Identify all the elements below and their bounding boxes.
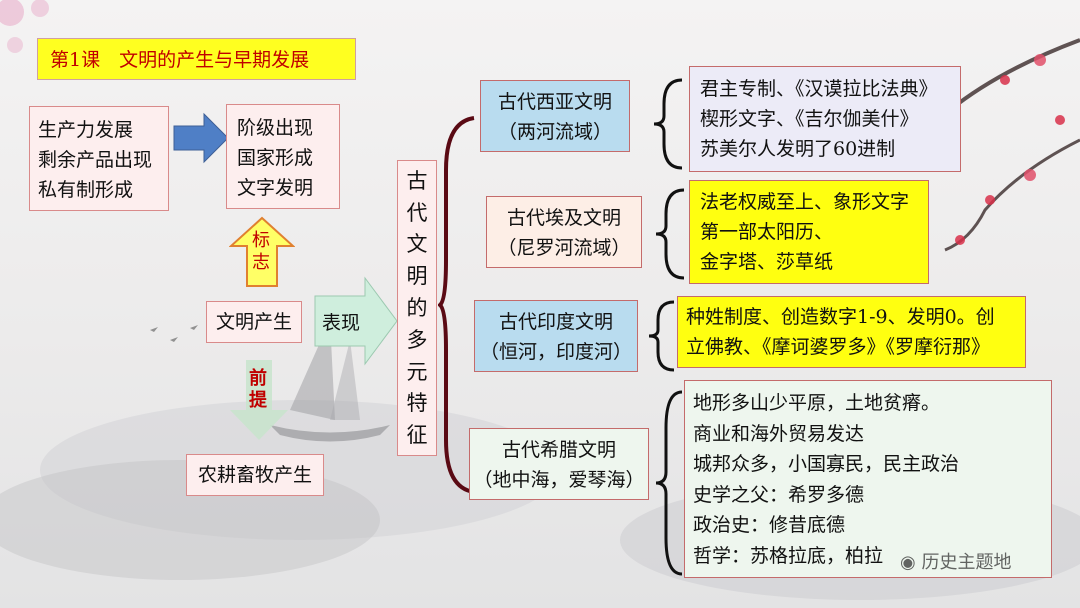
biaozhi-label: 标志 — [250, 230, 272, 274]
west-asia-bracket — [650, 76, 684, 172]
vertical-char: 文 — [407, 232, 428, 256]
detail-line: 商业和海外贸易发达 — [693, 419, 1051, 450]
civ-region: （尼罗河流域） — [487, 233, 641, 263]
result-item: 文字发明 — [237, 173, 339, 203]
watermark: ◉ 历史主题地 — [900, 548, 1011, 574]
west-asia-details: 君主专制、《汉谟拉比法典》 楔形文字、《吉尔伽美什》 苏美尔人发明了60进制 — [689, 66, 961, 172]
agriculture-box: 农耕畜牧产生 — [186, 454, 324, 496]
egypt-name-box: 古代埃及文明 （尼罗河流域） — [486, 196, 642, 268]
civilization-emergence-box: 文明产生 — [206, 301, 302, 343]
vertical-char: 多 — [407, 328, 428, 352]
detail-line: 君主专制、《汉谟拉比法典》 — [700, 74, 960, 104]
detail-line: 第一部太阳历、 — [700, 217, 928, 247]
india-bracket — [646, 298, 676, 374]
vertical-char: 明 — [407, 264, 428, 288]
civ-name: 古代埃及文明 — [487, 203, 641, 233]
egypt-details: 法老权威至上、象形文字 第一部太阳历、 金字塔、莎草纸 — [689, 180, 929, 284]
detail-line: 立佛教、《摩诃婆罗多》《罗摩衍那》 — [686, 332, 1025, 362]
civ-region: （恒河，印度河） — [475, 337, 637, 367]
india-name-box: 古代印度文明 （恒河，印度河） — [474, 300, 638, 372]
vertical-char: 特 — [407, 391, 428, 415]
watermark-text: 历史主题地 — [921, 552, 1011, 573]
detail-line: 地形多山少平原，土地贫瘠。 — [693, 388, 1051, 419]
civ-name: 古代印度文明 — [475, 307, 637, 337]
india-details: 种姓制度、创造数字1-9、发明0。创 立佛教、《摩诃婆罗多》《罗摩衍那》 — [677, 296, 1026, 368]
right-arrow-icon — [172, 112, 230, 164]
civ-name: 古代希腊文明 — [470, 435, 648, 465]
civ-region: （两河流域） — [481, 117, 629, 147]
detail-line: 金字塔、莎草纸 — [700, 247, 928, 277]
detail-line: 楔形文字、《吉尔伽美什》 — [700, 104, 960, 134]
detail-line: 政治史：修昔底德 — [693, 510, 1051, 541]
detail-line: 城邦众多，小国寡民，民主政治 — [693, 449, 1051, 480]
vertical-char: 古 — [407, 169, 428, 193]
civ-region: （地中海，爱琴海） — [470, 465, 648, 495]
civ-name: 古代西亚文明 — [481, 87, 629, 117]
detail-line: 苏美尔人发明了60进制 — [700, 134, 960, 164]
cause-item: 生产力发展 — [38, 115, 168, 145]
lesson-title: 第1课 文明的产生与早期发展 — [37, 38, 356, 80]
vertical-char: 代 — [407, 201, 428, 225]
greece-bracket — [654, 388, 684, 578]
egypt-bracket — [652, 186, 686, 282]
result-item: 阶级出现 — [237, 113, 339, 143]
qianti-label: 前提 — [247, 368, 269, 412]
result-item: 国家形成 — [237, 143, 339, 173]
detail-line: 法老权威至上、象形文字 — [700, 187, 928, 217]
wechat-icon: ◉ — [900, 552, 916, 573]
cause-item: 剩余产品出现 — [38, 145, 168, 175]
west-asia-name-box: 古代西亚文明 （两河流域） — [480, 80, 630, 152]
vertical-char: 征 — [407, 423, 428, 447]
cause-item: 私有制形成 — [38, 175, 168, 205]
detail-line: 史学之父：希罗多德 — [693, 480, 1051, 511]
biaoxian-label: 表现 — [322, 308, 360, 335]
vertical-char: 元 — [407, 360, 428, 384]
multiple-characteristics-box: 古 代 文 明 的 多 元 特 征 — [397, 160, 437, 456]
detail-line: 种姓制度、创造数字1-9、发明0。创 — [686, 302, 1025, 332]
results-box: 阶级出现 国家形成 文字发明 — [226, 104, 340, 209]
causes-box: 生产力发展 剩余产品出现 私有制形成 — [29, 106, 169, 211]
vertical-char: 的 — [407, 296, 428, 320]
greece-name-box: 古代希腊文明 （地中海，爱琴海） — [469, 428, 649, 500]
